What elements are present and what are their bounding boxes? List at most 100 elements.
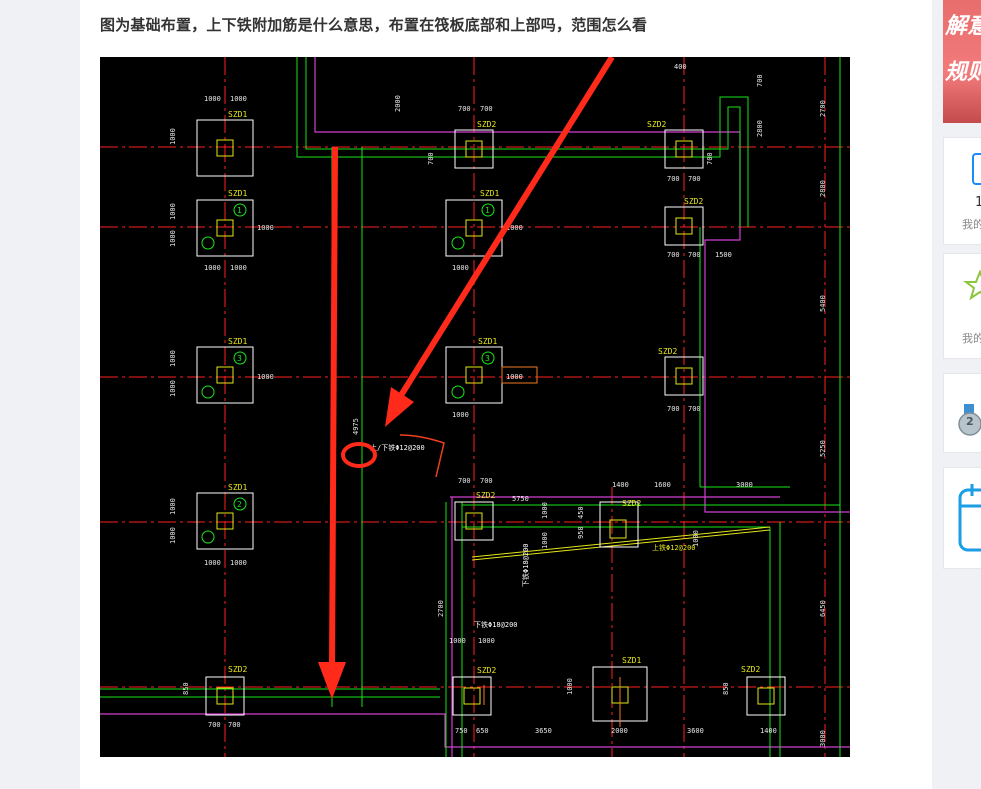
vertical-dimension-text: 1000 1000 1000 1000 1000 1000 1000 2000 … xyxy=(169,74,827,747)
dim-label: 1000 xyxy=(478,637,495,645)
rebar-annotations: 上/下铁Φ12@200 下铁Φ18@200 下铁Φ18@200 上铁Φ12@20… xyxy=(370,443,696,629)
card-label: 我的 xyxy=(962,332,981,345)
dim-label: 5750 xyxy=(512,495,529,503)
cap-label: SZD1 xyxy=(480,189,499,198)
pile-number: 3 xyxy=(237,354,242,363)
dim-label: 6450 xyxy=(819,600,827,617)
dim-label: 950 xyxy=(577,526,585,539)
question-content: 图为基础布置，上下铁附加筋是什么意思，布置在筏板底部和上部吗，范围怎么看 xyxy=(80,0,932,789)
pile-markers xyxy=(201,203,495,544)
dim-label: 2800 xyxy=(819,180,827,197)
dim-label: 2000 xyxy=(611,727,628,735)
pile-number: 2 xyxy=(237,500,242,509)
dim-label: 1000 xyxy=(204,559,221,567)
raft-outline xyxy=(100,57,850,757)
medal-icon xyxy=(958,404,981,436)
dim-label: 700 xyxy=(706,152,714,165)
dim-label: 1000 xyxy=(169,527,177,544)
dim-label: 700 xyxy=(688,175,701,183)
dim-label: 1500 xyxy=(715,251,732,259)
card-label: 我的 xyxy=(962,218,981,231)
dim-label: 1000 xyxy=(452,411,469,419)
cap-label: SZD2 xyxy=(228,665,247,674)
rebar-note: 上/下铁Φ12@200 xyxy=(370,443,425,452)
cap-label: SZD1 xyxy=(228,110,247,119)
dim-label: 700 xyxy=(667,251,680,259)
annotation-arrows xyxy=(318,57,615,699)
cap-labels: SZD1 SZD1 SZD1 SZD1 SZD2 SZD2 SZD1 SZD1 … xyxy=(228,110,760,675)
sidebar-card-questions[interactable]: 1 我的 xyxy=(943,137,981,245)
calendar-icon xyxy=(958,484,981,552)
star-icon xyxy=(963,269,981,301)
dim-label: 850 xyxy=(722,682,730,695)
dim-label: 3600 xyxy=(687,727,704,735)
dim-label: 700 xyxy=(480,105,493,113)
dim-label: 3000 xyxy=(736,481,753,489)
promo-banner[interactable]: 解意 规则 xyxy=(943,0,981,123)
cap-label: SZD2 xyxy=(647,120,666,129)
dim-label: 5400 xyxy=(819,295,827,312)
highlight-circle xyxy=(341,442,377,468)
pile-numbers: 1 3 2 1 3 xyxy=(237,206,490,509)
rebar-line xyxy=(471,526,771,561)
rebar-note: 下铁Φ18@200 xyxy=(521,543,530,587)
dim-label: 450 xyxy=(577,506,585,519)
detail-marks xyxy=(483,366,621,727)
dim-label: 1000 xyxy=(169,380,177,397)
dim-label: 1000 xyxy=(506,224,523,232)
columns xyxy=(216,139,775,705)
dim-label: 1000 xyxy=(692,530,700,547)
dim-label: 1000 xyxy=(169,230,177,247)
cap-label: SZD1 xyxy=(622,656,641,665)
cad-drawing-image[interactable]: 1000 1000 1000 1000 1000 1000 1000 1000 … xyxy=(100,57,850,757)
cad-drawing: 1000 1000 1000 1000 1000 1000 1000 1000 … xyxy=(100,57,850,757)
dim-label: 2000 xyxy=(394,95,402,112)
dim-label: 1000 xyxy=(169,128,177,145)
cap-label: SZD2 xyxy=(658,347,677,356)
dim-label: 1000 xyxy=(257,224,274,232)
dim-label: 650 xyxy=(476,727,489,735)
dim-label: 850 xyxy=(182,682,190,695)
dim-label: 5250 xyxy=(819,440,827,457)
question-title: 图为基础布置，上下铁附加筋是什么意思，布置在筏板底部和上部吗，范围怎么看 xyxy=(100,16,648,34)
dim-label: 1000 xyxy=(257,373,274,381)
medal-badge-number: 2 xyxy=(966,415,974,428)
dim-label: 700 xyxy=(458,477,471,485)
dim-label: 700 xyxy=(427,152,435,165)
dim-label: 700 xyxy=(458,105,471,113)
beam-lines xyxy=(100,57,841,757)
dim-label: 3000 xyxy=(819,730,827,747)
dim-label: 700 xyxy=(688,251,701,259)
hand-drawn-mark xyxy=(399,434,445,478)
dim-label: 700 xyxy=(208,721,221,729)
dim-label: 700 xyxy=(667,175,680,183)
sidebar-card-favorites[interactable]: 我的 xyxy=(943,253,981,359)
dim-label: 700 xyxy=(688,405,701,413)
dim-label: 1400 xyxy=(612,481,629,489)
dim-label: 1000 xyxy=(541,502,549,519)
dim-label: 2700 xyxy=(819,100,827,117)
dim-label: 400 xyxy=(674,63,687,71)
cap-label: SZD2 xyxy=(684,197,703,206)
rebar-note: 上铁Φ12@200 xyxy=(652,543,696,552)
dim-label: 1000 xyxy=(541,532,549,549)
dim-label: 1000 xyxy=(230,559,247,567)
sidebar-card-calendar[interactable] xyxy=(943,467,981,569)
dim-label: 2800 xyxy=(756,120,764,137)
dim-label: 1000 xyxy=(506,373,523,381)
dim-label: 750 xyxy=(455,727,468,735)
dimension-text: 1000 1000 1000 1000 1000 1000 1000 1000 … xyxy=(204,63,777,735)
cap-label: SZD1 xyxy=(478,337,497,346)
banner-text-line1: 解意 xyxy=(945,14,981,39)
dim-label: 1600 xyxy=(654,481,671,489)
pile-number: 1 xyxy=(237,206,242,215)
cap-label: SZD2 xyxy=(476,491,495,500)
cap-label: SZD1 xyxy=(228,337,247,346)
dim-label: 4975 xyxy=(352,418,360,435)
dim-label: 1000 xyxy=(169,203,177,220)
cap-label: SZD2 xyxy=(622,499,641,508)
document-icon xyxy=(972,153,981,185)
cap-label: SZD2 xyxy=(477,120,496,129)
cap-label: SZD1 xyxy=(228,189,247,198)
sidebar-card-rank[interactable]: 2 xyxy=(943,373,981,453)
